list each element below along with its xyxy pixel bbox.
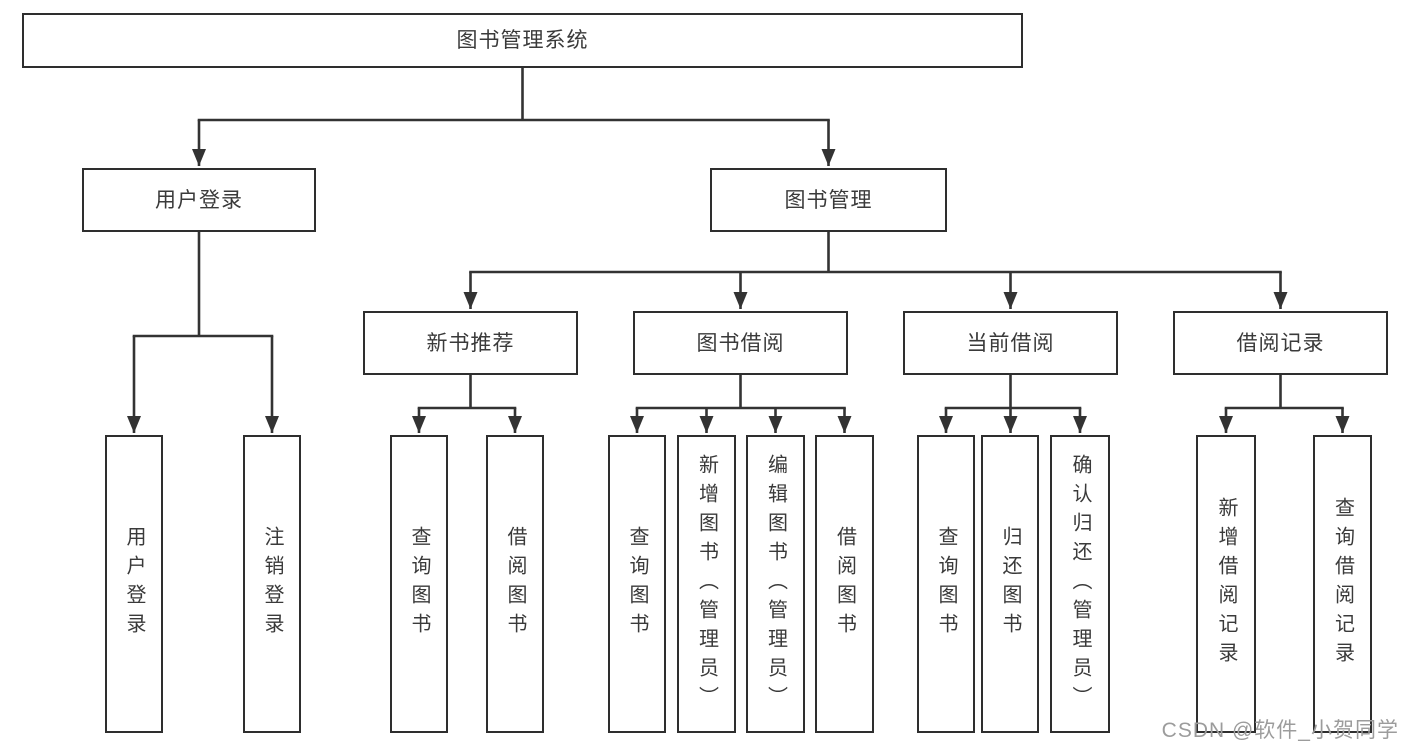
node-user-login-label: 用户登录 bbox=[155, 188, 243, 212]
leaf-borrow-query-books-label: 查询图书 bbox=[626, 526, 648, 642]
node-root: 图书管理系统 bbox=[22, 13, 1023, 68]
connectors-book-mgmt bbox=[463, 232, 1288, 309]
connectors-new-books bbox=[412, 375, 522, 433]
connectors-user-login bbox=[127, 232, 279, 433]
leaf-edit-books-admin: 编辑图书（管理员） bbox=[746, 435, 805, 733]
leaf-add-books-admin-label: 新增图书（管理员） bbox=[695, 453, 718, 715]
leaf-borrow-books: 借阅图书 bbox=[815, 435, 874, 733]
leaf-new-borrow-books-label: 借阅图书 bbox=[504, 526, 526, 642]
leaf-add-books-admin: 新增图书（管理员） bbox=[677, 435, 736, 733]
connectors-book-borrow bbox=[630, 375, 852, 433]
connectors-root bbox=[192, 67, 836, 166]
csdn-watermark: CSDN @软件_小贺同学 bbox=[1161, 719, 1399, 742]
node-current-borrow-label: 当前借阅 bbox=[966, 331, 1055, 355]
node-borrow-records: 借阅记录 bbox=[1173, 311, 1388, 375]
leaf-user-login-label: 用户登录 bbox=[123, 526, 145, 642]
leaf-new-query-books: 查询图书 bbox=[390, 435, 448, 733]
node-user-login: 用户登录 bbox=[82, 168, 316, 232]
node-book-mgmt: 图书管理 bbox=[710, 168, 947, 232]
node-root-label: 图书管理系统 bbox=[456, 29, 589, 52]
leaf-new-borrow-books: 借阅图书 bbox=[486, 435, 544, 733]
leaf-borrow-books-label: 借阅图书 bbox=[833, 526, 856, 642]
leaf-logout-label: 注销登录 bbox=[261, 526, 283, 642]
node-new-books: 新书推荐 bbox=[363, 311, 578, 375]
leaf-logout: 注销登录 bbox=[243, 435, 301, 733]
leaf-current-query-books: 查询图书 bbox=[917, 435, 975, 733]
node-book-mgmt-label: 图书管理 bbox=[784, 188, 873, 212]
leaf-edit-books-admin-label: 编辑图书（管理员） bbox=[764, 453, 787, 715]
leaf-current-query-books-label: 查询图书 bbox=[935, 526, 957, 642]
leaf-return-books-label: 归还图书 bbox=[999, 526, 1021, 642]
connectors-current-borrow bbox=[939, 375, 1087, 433]
node-current-borrow: 当前借阅 bbox=[903, 311, 1118, 375]
node-new-books-label: 新书推荐 bbox=[426, 331, 515, 355]
node-book-borrow-label: 图书借阅 bbox=[696, 331, 785, 355]
node-borrow-records-label: 借阅记录 bbox=[1236, 331, 1325, 355]
leaf-return-books: 归还图书 bbox=[981, 435, 1039, 733]
leaf-confirm-return-admin: 确认归还（管理员） bbox=[1050, 435, 1110, 733]
leaf-query-borrow-record: 查询借阅记录 bbox=[1313, 435, 1372, 733]
leaf-query-borrow-record-label: 查询借阅记录 bbox=[1331, 497, 1354, 671]
leaf-new-query-books-label: 查询图书 bbox=[408, 526, 430, 642]
connectors-borrow-records bbox=[1219, 375, 1350, 433]
leaf-user-login: 用户登录 bbox=[105, 435, 163, 733]
leaf-add-borrow-record: 新增借阅记录 bbox=[1196, 435, 1256, 733]
leaf-confirm-return-admin-label: 确认归还（管理员） bbox=[1069, 453, 1091, 715]
node-book-borrow: 图书借阅 bbox=[633, 311, 848, 375]
leaf-borrow-query-books: 查询图书 bbox=[608, 435, 666, 733]
leaf-add-borrow-record-label: 新增借阅记录 bbox=[1215, 497, 1237, 671]
